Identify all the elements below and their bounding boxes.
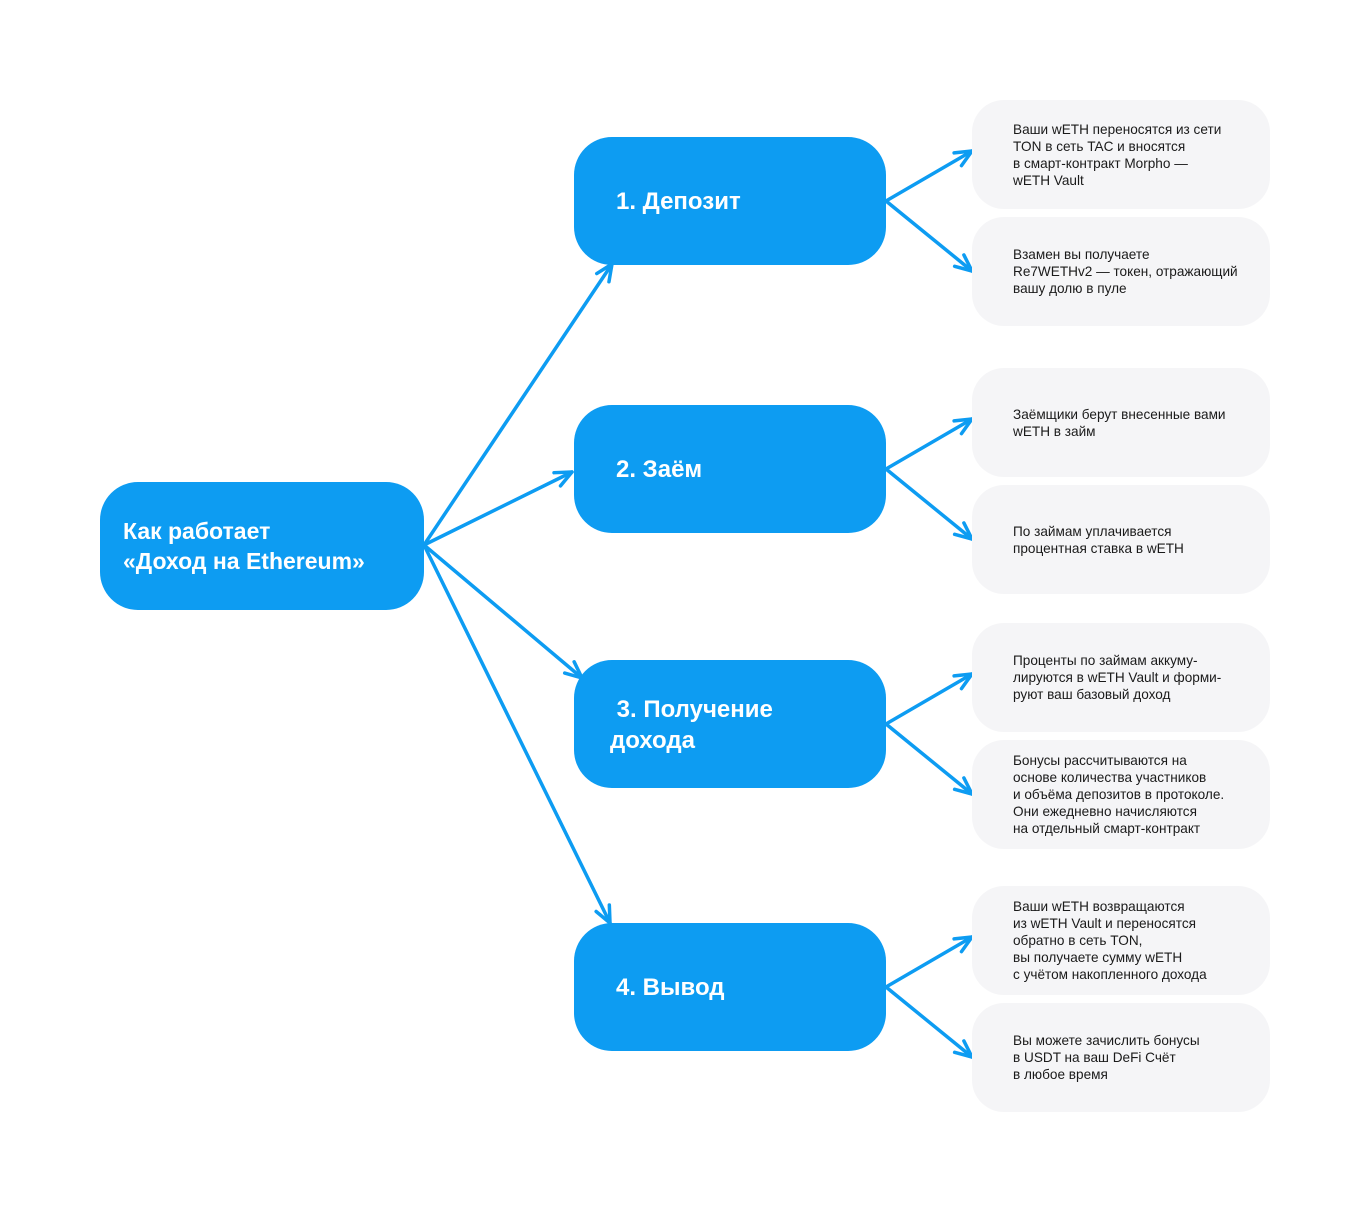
note-deposit-transfer: Ваши wETH переносятся из сети TON в сеть…: [972, 100, 1270, 209]
root-node: Как работает «Доход на Ethereum»: [100, 482, 424, 610]
root-label-line-1: Как работает: [123, 518, 271, 544]
note-line: в USDT на ваш DeFi Счёт: [1013, 1050, 1176, 1065]
arrow-root-to-income: [422, 543, 584, 680]
note-line: Проценты по займам аккуму-: [1013, 653, 1198, 668]
note-line: и объёма депозитов в протоколе.: [1013, 787, 1225, 802]
note-line: в любое время: [1013, 1067, 1108, 1082]
note-line: вашу долю в пуле: [1013, 281, 1127, 296]
arrow-loan-to-note-2: [884, 467, 974, 541]
note-line: лируются в wETH Vault и форми-: [1013, 670, 1222, 685]
note-line: Вы можете зачислить бонусы: [1013, 1033, 1200, 1048]
note-line: По займам уплачивается: [1013, 523, 1172, 539]
note-line: wETH Vault: [1013, 172, 1084, 188]
note-line: TON в сеть TAC и вносятся: [1013, 138, 1186, 154]
note-line: в смарт-контракт Morpho —: [1013, 155, 1188, 171]
step-node-withdraw: 4. Вывод: [574, 923, 886, 1051]
note-line: руют ваш базовый доход: [1013, 687, 1171, 702]
note-line: Ваши wETH возвращаются: [1013, 899, 1185, 914]
note-line: из wETH Vault и переносятся: [1013, 916, 1197, 931]
note-loan-borrowers: Заёмщики берут внесенные вами wETH в зай…: [972, 368, 1270, 477]
note-withdraw-return: Ваши wETH возвращаются из wETH Vault и п…: [972, 886, 1270, 995]
note-line: Re7WETHv2 — токен, отражающий: [1013, 264, 1238, 279]
note-line: Взамен вы получаете: [1013, 247, 1150, 262]
step-node-deposit: 1. Депозит: [574, 137, 886, 265]
step-title: 1. Депозит: [616, 187, 741, 215]
arrow-withdraw-to-note-2: [884, 985, 974, 1059]
step-title-line-1: 3. Получение: [610, 696, 773, 723]
note-income-bonuses: Бонусы рассчитываются на основе количест…: [972, 740, 1270, 849]
note-line: Ваши wETH переносятся из сети: [1013, 121, 1222, 137]
arrow-income-to-note-2: [884, 722, 974, 796]
note-line: wETH в займ: [1013, 423, 1096, 439]
note-line: Заёмщики берут внесенные вами: [1013, 406, 1226, 422]
arrow-root-to-loan: [422, 470, 574, 547]
note-line: процентная ставка в wETH: [1013, 540, 1184, 556]
step-title-line-2: дохода: [610, 727, 695, 754]
note-loan-interest: По займам уплачивается процентная ставка…: [972, 485, 1270, 594]
note-line: обратно в сеть TON,: [1013, 933, 1143, 948]
step-node-loan: 2. Заём: [574, 405, 886, 533]
note-line: Они ежедневно начисляются: [1013, 804, 1197, 819]
arrow-income-to-note-1: [884, 672, 974, 726]
arrow-loan-to-note-1: [884, 417, 974, 471]
step-title: 4. Вывод: [616, 973, 725, 1001]
note-income-accumulation: Проценты по займам аккуму- лируются в wE…: [972, 623, 1270, 732]
note-line: на отдельный смарт-контракт: [1013, 821, 1201, 836]
arrow-deposit-to-note-2: [884, 199, 974, 273]
note-deposit-token: Взамен вы получаете Re7WETHv2 — токен, о…: [972, 217, 1270, 326]
arrow-withdraw-to-note-1: [884, 935, 974, 989]
step-node-income: 3. Получение дохода: [574, 660, 886, 788]
note-line: основе количества участников: [1013, 770, 1207, 785]
root-label-line-2: «Доход на Ethereum»: [123, 548, 365, 574]
note-line: Бонусы рассчитываются на: [1013, 753, 1187, 768]
arrow-deposit-to-note-1: [884, 149, 974, 203]
note-line: с учётом накопленного дохода: [1013, 967, 1207, 982]
step-title: 2. Заём: [616, 455, 703, 483]
note-withdraw-bonuses: Вы можете зачислить бонусы в USDT на ваш…: [972, 1003, 1270, 1112]
note-line: вы получаете сумму wETH: [1013, 950, 1183, 965]
